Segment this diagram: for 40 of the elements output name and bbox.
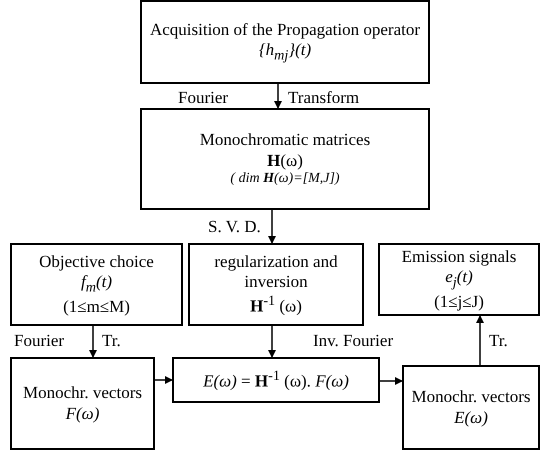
arrow-label: Fourier [178,89,228,106]
formula-text: (1≤j≤J) [434,292,484,312]
process-box [402,365,540,450]
formula-text: F(ω) [66,404,100,424]
arrow-label: Fourier [14,332,64,349]
process-box [172,357,380,403]
process-box [188,243,364,326]
formula-text: (1≤m≤M) [63,296,130,318]
box-title: Acquisition of the Propagation operator [150,20,420,40]
arrow-label: Inv. Fourier [313,332,394,349]
arrow [268,326,276,358]
arrow [89,326,97,358]
arrow-label: Tr. [489,332,508,349]
process-box [10,243,183,326]
box-title: regularization and inversion [213,252,339,293]
edge-label: S. V. D. [208,218,261,235]
formula-text: {h$_{mj}$}(t) [258,40,312,64]
arrow [155,376,173,384]
box-title: Monochr. vectors [412,387,530,408]
formula-text: H$^{-1}$ (ω) [250,292,302,317]
process-box [10,357,155,450]
formula-text: f$_{m}$(t) [80,272,112,297]
box-title: Emission signals [402,246,516,268]
arrow-label: Tr. [102,332,121,349]
process-box [140,0,430,84]
process-box [140,108,430,210]
arrow [268,210,276,244]
box-title: E(ω) = H$^{-1}$ (ω). F(ω) [203,368,349,392]
box-title: Monochr. vectors [23,383,142,404]
process-box [378,243,540,316]
arrow [380,377,403,385]
formula-text: e$_{j}$(t) [445,267,473,292]
arrow-label: Transform [288,89,360,106]
formula-text: E(ω) [454,408,488,428]
formula-text: H(ω) [267,150,303,171]
arrow [476,315,484,365]
arrow [274,84,282,109]
box-title: Monochromatic matrices [200,130,370,151]
formula-text: ( dim H(ω)=[M,J]) [230,170,340,188]
box-title: Objective choice [39,252,154,272]
